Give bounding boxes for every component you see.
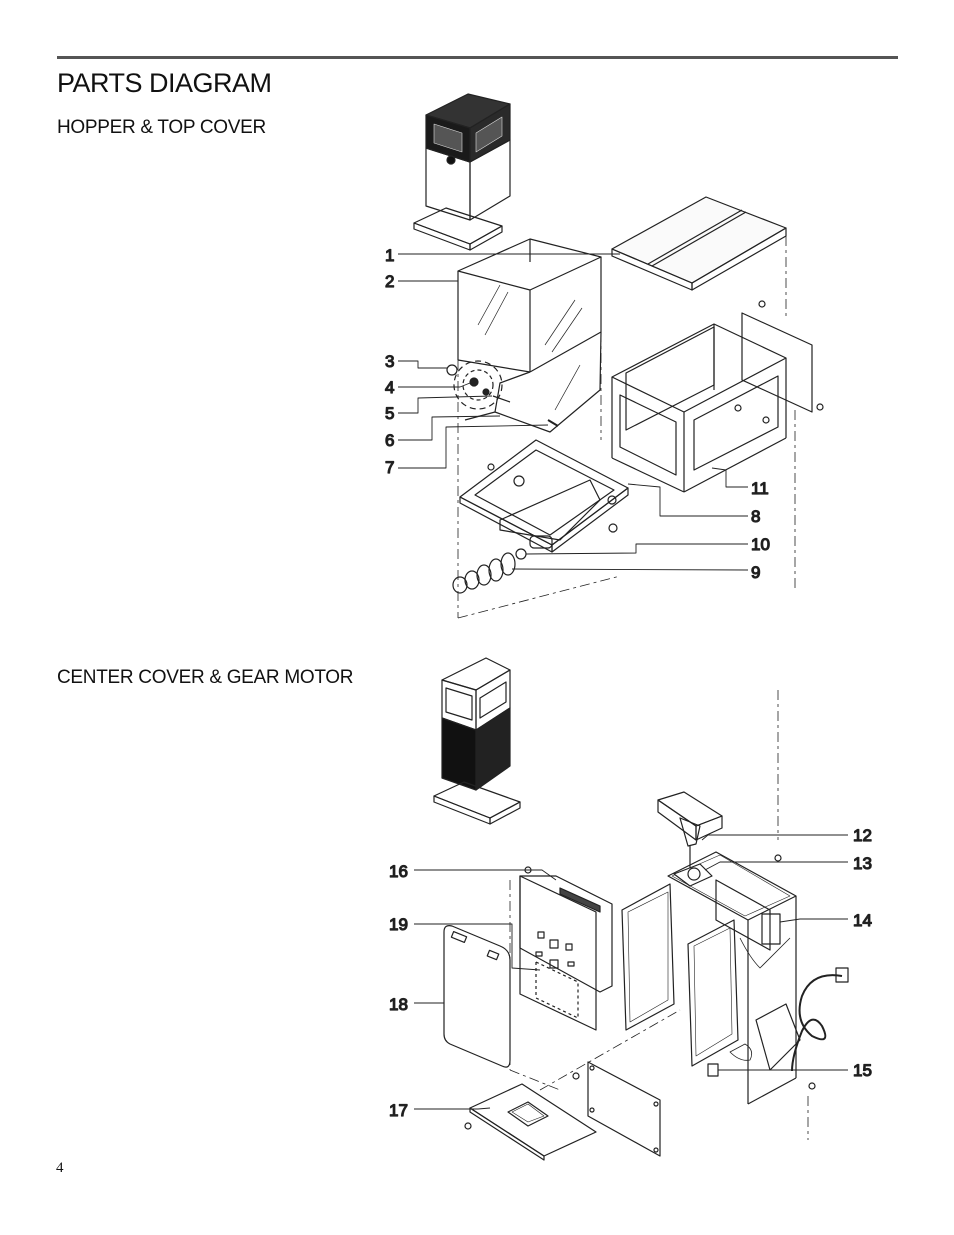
alignment-lines-bottom xyxy=(509,690,809,1140)
part-13-14-motor-housing xyxy=(667,851,797,1105)
callout-2: 2 xyxy=(385,272,394,291)
callout-19: 19 xyxy=(389,915,408,934)
section-title-gear-motor: CENTER COVER & GEAR MOTOR xyxy=(57,667,354,688)
callout-8: 8 xyxy=(751,507,760,526)
part-17-base-plate xyxy=(464,1083,597,1161)
callout-7: 7 xyxy=(385,458,394,477)
page-number: 4 xyxy=(56,1160,64,1176)
callout-17: 17 xyxy=(389,1101,408,1120)
back-plate xyxy=(572,1061,816,1157)
part-18-front-cover xyxy=(443,925,511,1068)
callout-12: 12 xyxy=(853,826,872,845)
part-8-hopper-base xyxy=(459,439,629,553)
alignment-lines-top xyxy=(457,236,796,619)
part-11-frame xyxy=(611,300,824,493)
part-10-coupling xyxy=(515,548,527,560)
callout-18: 18 xyxy=(389,995,408,1014)
part-9-spring xyxy=(452,552,516,594)
callout-11: 11 xyxy=(751,479,769,498)
callout-5: 5 xyxy=(385,404,394,423)
callout-3: 3 xyxy=(385,352,394,371)
callout-6: 6 xyxy=(385,431,394,450)
part-16-19-control-board xyxy=(519,866,613,1031)
header-rule xyxy=(57,56,898,59)
callout-15: 15 xyxy=(853,1061,872,1080)
part-2-hopper xyxy=(457,238,602,433)
callout-13: 13 xyxy=(853,854,872,873)
parts-3-6-agitator xyxy=(446,360,559,427)
side-panels xyxy=(621,883,801,1077)
callout-10: 10 xyxy=(751,535,770,554)
part-1-top-cover xyxy=(611,196,787,291)
grinder-thumbnail-bottom xyxy=(433,657,521,825)
section-title-hopper: HOPPER & TOP COVER xyxy=(57,117,266,138)
page-title: PARTS DIAGRAM xyxy=(57,68,272,98)
leader-lines-bottom xyxy=(414,834,848,1110)
callout-9: 9 xyxy=(751,563,760,582)
callout-16: 16 xyxy=(389,862,408,881)
leader-lines-top xyxy=(398,253,749,571)
callout-4: 4 xyxy=(385,378,394,397)
part-12-chute xyxy=(657,791,723,870)
grinder-thumbnail-top xyxy=(413,93,511,251)
power-cord xyxy=(791,967,849,1072)
callout-14: 14 xyxy=(853,911,872,930)
callout-1: 1 xyxy=(385,246,394,265)
